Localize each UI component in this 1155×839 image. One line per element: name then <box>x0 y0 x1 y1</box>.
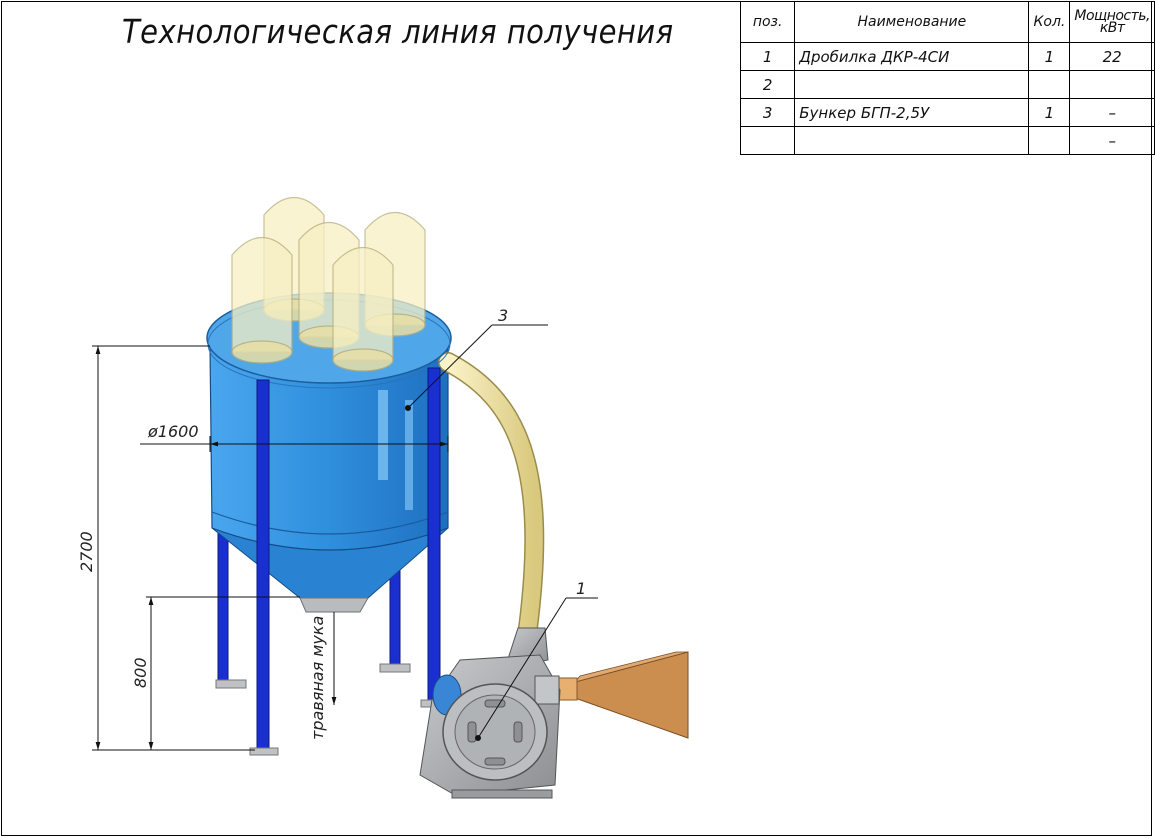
row-power: – <box>1069 98 1155 127</box>
callout-bunker <box>405 324 548 411</box>
header-power: Мощность, кВт <box>1069 1 1155 43</box>
callout-crusher <box>475 597 598 741</box>
row-qty <box>1028 126 1071 155</box>
spec-row: – <box>739 126 1155 155</box>
row-power: – <box>1069 126 1155 155</box>
intake-cone <box>554 651 689 739</box>
row-name <box>794 126 1030 155</box>
header-power-line2: кВт <box>1099 20 1125 36</box>
spec-row: 2 <box>739 70 1155 99</box>
row-pos <box>739 126 796 155</box>
dimension-total-height-label: 2700 <box>77 531 96 572</box>
crusher <box>419 627 561 799</box>
row-power: 22 <box>1069 42 1155 71</box>
dimension-diameter <box>140 436 449 452</box>
filter-sleeves <box>231 196 426 372</box>
outlet-label: травяная мука <box>308 616 327 740</box>
row-qty: 1 <box>1028 42 1071 71</box>
dimension-total-height <box>92 345 255 751</box>
header-power-line1: Мощность, <box>1074 8 1150 24</box>
drawing-title: Технологическая линия получения <box>122 12 674 51</box>
row-pos: 1 <box>739 42 796 71</box>
dimension-diameter-label: ø1600 <box>147 422 199 441</box>
row-qty: 1 <box>1028 98 1071 127</box>
dimension-outlet-height-label: 800 <box>131 657 150 688</box>
row-pos: 3 <box>739 98 796 127</box>
header-qty: Кол. <box>1028 1 1071 43</box>
row-name: Дробилка ДКР-4СИ <box>794 42 1030 71</box>
dimension-outlet-height <box>146 596 300 750</box>
bunker-front-legs <box>249 367 450 756</box>
callout-crusher-number: 1 <box>576 579 586 598</box>
specification-table: поз. Наименование Кол. Мощность, кВт 1 Д… <box>739 1 1155 155</box>
row-name <box>794 70 1030 99</box>
callout-bunker-number: 3 <box>498 306 508 325</box>
spec-row: 1 Дробилка ДКР-4СИ 1 22 <box>739 42 1155 71</box>
